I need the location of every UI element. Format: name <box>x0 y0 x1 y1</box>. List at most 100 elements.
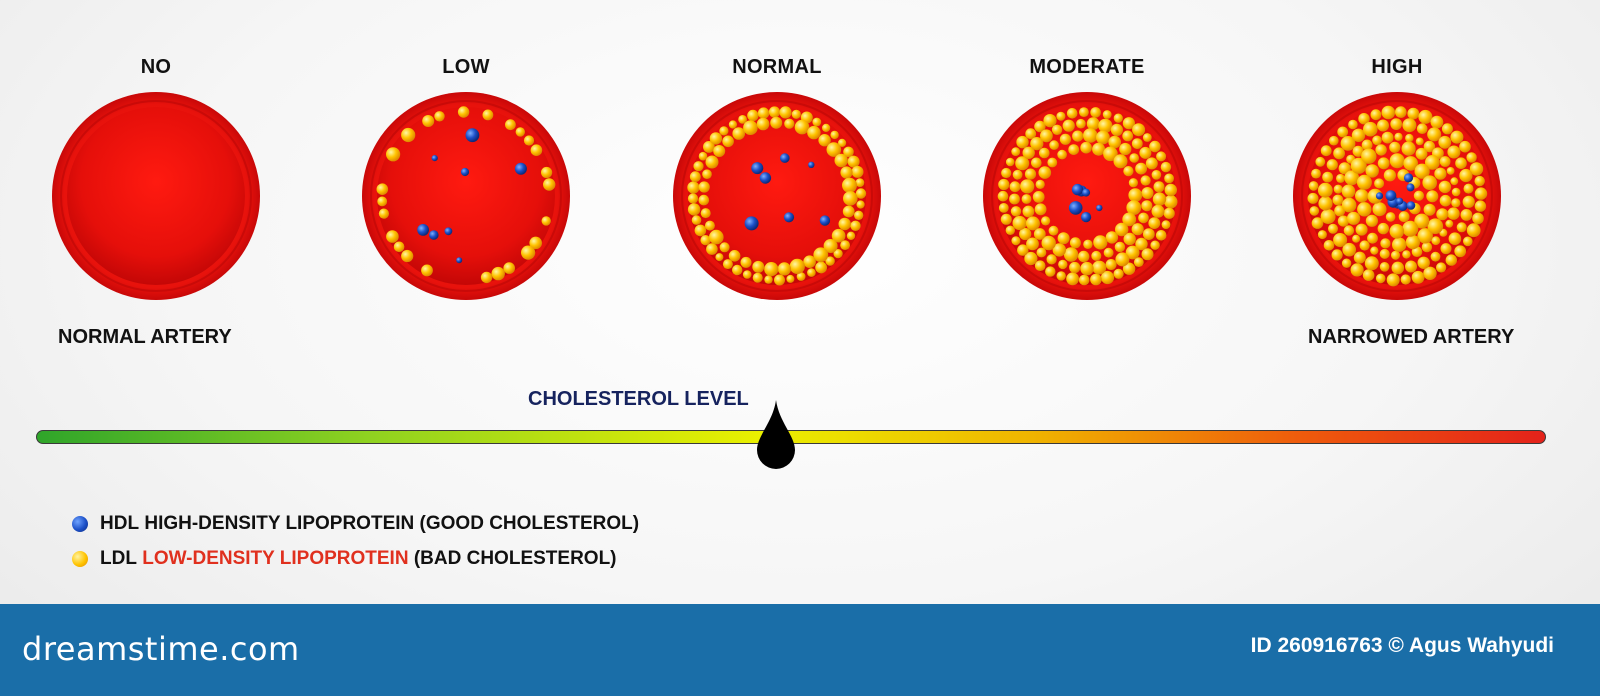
ldl-particle <box>842 177 857 193</box>
ldl-particle <box>1423 266 1437 280</box>
ldl-particle <box>1352 145 1364 157</box>
ldl-particle <box>1058 259 1068 270</box>
ldl-particle <box>1355 189 1369 203</box>
ldl-particle <box>1400 274 1411 285</box>
ldl-particle <box>752 272 763 283</box>
ldl-particle <box>378 208 389 219</box>
ldl-particle <box>1391 261 1405 275</box>
ldl-particle <box>1358 113 1370 125</box>
ldl-particle <box>1156 151 1167 162</box>
ldl-particle <box>1365 164 1379 178</box>
ldl-particle <box>505 119 516 131</box>
ldl-particle <box>1425 155 1440 170</box>
ldl-particle <box>855 178 865 187</box>
ldl-particle <box>1115 252 1130 267</box>
ldl-particle <box>1391 250 1400 260</box>
ldl-particle <box>705 155 719 169</box>
ldl-particle <box>704 220 715 231</box>
brand-logo: dreamstime.com <box>22 630 300 668</box>
ldl-particle <box>1333 147 1345 160</box>
ldl-particle <box>825 256 835 266</box>
ldl-particle <box>1422 175 1437 190</box>
ldl-particle <box>457 106 470 118</box>
hdl-particle <box>1406 183 1415 192</box>
ldl-particle <box>1039 147 1050 159</box>
ldl-particle <box>1367 232 1378 244</box>
legend-ldl-abbr: LDL <box>100 548 137 569</box>
ldl-particle <box>1000 213 1012 225</box>
ldl-particle <box>770 116 783 129</box>
ldl-particle <box>777 262 791 276</box>
ldl-particle <box>1076 118 1086 129</box>
ldl-particle <box>1102 110 1112 119</box>
ldl-particle <box>1445 254 1457 266</box>
ldl-particle <box>1123 232 1136 246</box>
hdl-particle <box>1068 201 1083 215</box>
ldl-particle <box>1375 273 1386 284</box>
ldl-particle <box>1152 192 1167 206</box>
ldl-particle <box>1450 177 1459 186</box>
ldl-particle <box>1011 147 1021 156</box>
ldl-particle <box>779 106 792 119</box>
ldl-particle <box>840 166 853 179</box>
ldl-particle <box>503 262 515 274</box>
ldl-particle <box>434 111 445 122</box>
ldl-particle <box>393 241 405 253</box>
ldl-particle <box>1131 223 1144 236</box>
ldl-particle <box>1047 157 1058 168</box>
ldl-particle <box>1390 118 1403 130</box>
ldl-particle <box>491 266 505 281</box>
ldl-particle <box>1318 196 1333 211</box>
ldl-particle <box>1405 133 1414 143</box>
ldl-particle <box>1379 262 1390 272</box>
ldl-particle <box>850 220 861 231</box>
ldl-particle <box>1164 173 1174 184</box>
ldl-particle <box>1421 241 1433 253</box>
ldl-particle <box>1024 168 1037 180</box>
ldl-particle <box>1110 123 1123 136</box>
ldl-particle <box>1009 181 1021 193</box>
ldl-particle <box>1402 250 1411 259</box>
ldl-particle <box>722 135 734 148</box>
ldl-particle <box>838 138 847 147</box>
ldl-particle <box>541 216 551 226</box>
ldl-particle <box>1038 166 1052 179</box>
ldl-particle <box>1142 228 1155 241</box>
stage-title-normal: NORMAL <box>732 56 822 78</box>
hdl-particle <box>460 167 470 177</box>
ldl-particle <box>1031 157 1042 169</box>
ldl-particle <box>747 109 759 122</box>
ldl-particle <box>1381 105 1396 120</box>
ldl-particle <box>764 275 773 284</box>
ldl-particle <box>856 200 865 209</box>
ldl-particle <box>997 190 1009 202</box>
ldl-particle <box>1441 123 1453 135</box>
ldl-particle <box>1385 212 1396 222</box>
ldl-particle <box>1161 220 1171 230</box>
ldl-particle <box>1413 190 1424 201</box>
ldl-particle <box>784 118 795 129</box>
ldl-particle <box>1009 193 1020 205</box>
hdl-particle <box>751 162 764 175</box>
ldl-particle <box>1164 195 1178 209</box>
artery-no <box>50 90 262 302</box>
ldl-dot-icon <box>72 551 88 567</box>
artery-lumen <box>377 107 555 285</box>
ldl-particle <box>1332 194 1344 206</box>
ldl-particle <box>846 231 856 240</box>
ldl-particle <box>1375 144 1387 156</box>
ldl-particle <box>1423 203 1436 216</box>
ldl-particle <box>1308 181 1319 191</box>
ldl-particle <box>1405 260 1417 273</box>
ldl-particle <box>1057 232 1070 245</box>
ldl-particle <box>482 109 494 121</box>
ldl-particle <box>1402 220 1419 237</box>
ldl-particle <box>1474 187 1488 200</box>
ldl-particle <box>1056 111 1066 121</box>
ldl-particle <box>1405 235 1420 250</box>
ldl-particle <box>1148 217 1161 229</box>
ldl-particle <box>1017 244 1029 256</box>
ldl-particle <box>1363 121 1378 137</box>
ldl-particle <box>1329 135 1339 146</box>
ldl-particle <box>794 119 810 135</box>
